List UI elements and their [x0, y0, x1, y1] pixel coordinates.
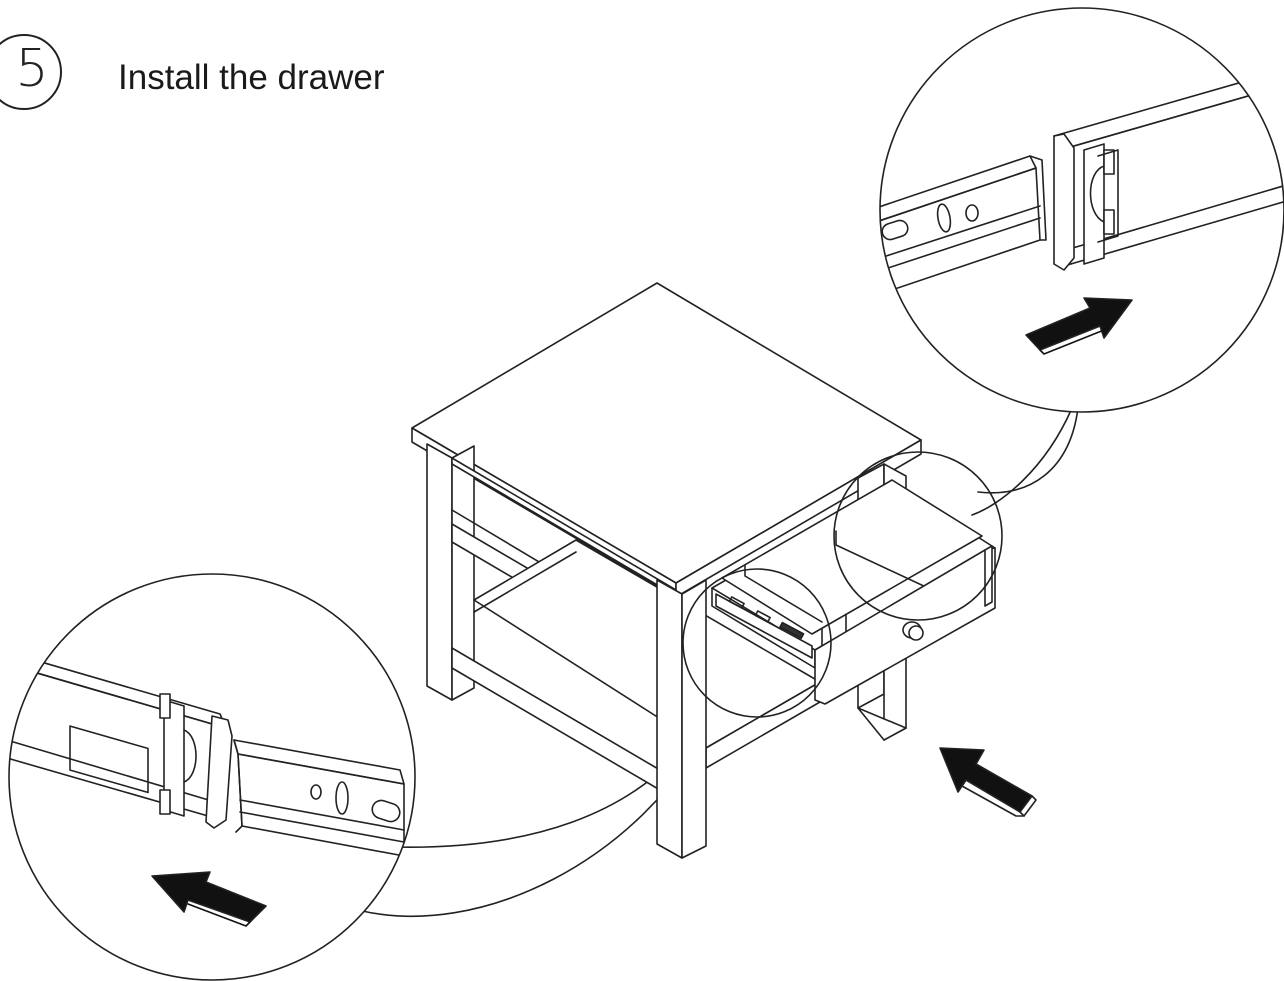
push-direction-arrow: [939, 747, 1037, 817]
step-header: 5 Install the drawer: [0, 28, 520, 110]
slide-rail-detail-zoom-left: [8, 573, 416, 981]
detail-marker-right: [833, 451, 1003, 621]
step-title: Install the drawer: [118, 58, 385, 97]
detail-marker-left: [682, 568, 832, 718]
step-number-badge: [0, 34, 62, 110]
push-arrow-right: [1025, 297, 1133, 355]
drawer-illustration: [711, 479, 996, 705]
step-number: 5: [15, 39, 49, 99]
slide-rail-detail-zoom-right: [879, 7, 1284, 413]
push-arrow-left: [151, 871, 267, 927]
